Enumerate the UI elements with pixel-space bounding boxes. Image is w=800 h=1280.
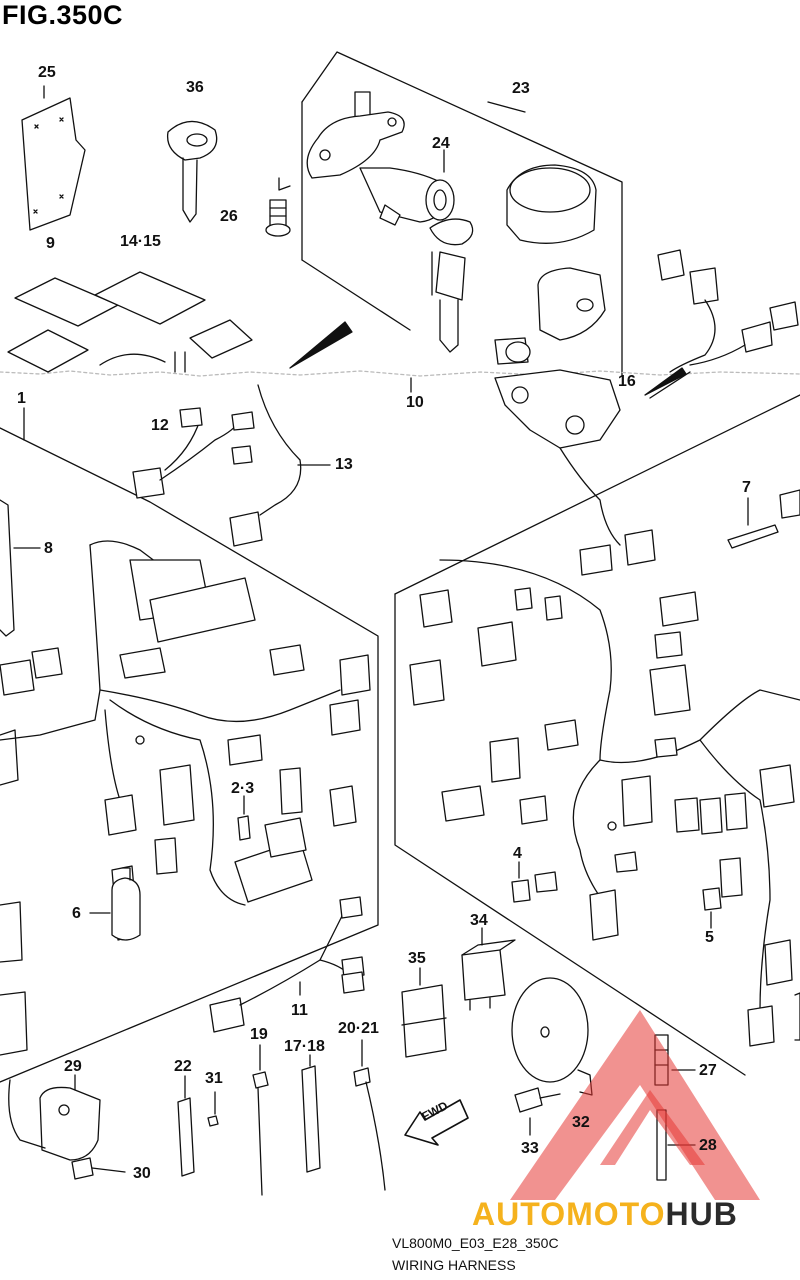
pointer-arrow-2-icon bbox=[644, 367, 687, 396]
callout-7: 7 bbox=[742, 479, 751, 496]
watermark-brand-part2: HUB bbox=[665, 1196, 738, 1232]
callout-36: 36 bbox=[186, 79, 204, 96]
part-29-sensor bbox=[8, 1074, 101, 1161]
part-33-bolt bbox=[514, 1087, 561, 1136]
part-5-connector bbox=[702, 887, 722, 929]
callout-16: 16 bbox=[618, 373, 636, 390]
part-seat-lock-cap bbox=[494, 164, 606, 365]
callout-28: 28 bbox=[699, 1137, 717, 1154]
watermark-logo-icon bbox=[510, 1010, 760, 1200]
fwd-arrow-icon bbox=[404, 1099, 469, 1146]
part-6-cover bbox=[89, 867, 141, 941]
callout-2-3: 2·3 bbox=[231, 780, 255, 797]
part-25-plate bbox=[21, 97, 86, 231]
callout-26: 26 bbox=[220, 208, 238, 225]
callout-35: 35 bbox=[408, 950, 426, 967]
part-12-harness bbox=[132, 407, 255, 499]
part-1-main-harness-right bbox=[409, 529, 800, 1047]
part-34-relay bbox=[461, 927, 516, 1011]
callout-12: 12 bbox=[151, 417, 169, 434]
callout-1: 1 bbox=[17, 390, 26, 407]
model-code: VL800M0_E03_E28_350C bbox=[392, 1235, 559, 1251]
callout-27: 27 bbox=[699, 1062, 717, 1079]
callout-23: 23 bbox=[512, 80, 530, 97]
part-35-relay bbox=[401, 967, 447, 1058]
part-2-3-fuse bbox=[237, 795, 251, 841]
figure-subtitle: WIRING HARNESS bbox=[392, 1257, 516, 1273]
callout-34: 34 bbox=[470, 912, 488, 929]
part-13-harness bbox=[229, 384, 331, 547]
part-1-main-harness-left bbox=[0, 540, 371, 1056]
watermark-brand: AUTOMOTOHUB bbox=[472, 1196, 738, 1233]
watermark-brand-part1: AUTOMOTO bbox=[472, 1196, 666, 1232]
part-36-key bbox=[43, 85, 218, 223]
part-9-sheets bbox=[7, 271, 253, 373]
callout-31: 31 bbox=[205, 1070, 223, 1087]
part-32-horn bbox=[511, 977, 593, 1096]
part-8-tie bbox=[0, 499, 41, 637]
callout-32: 32 bbox=[572, 1114, 590, 1131]
callout-9: 9 bbox=[46, 235, 55, 252]
callout-5: 5 bbox=[705, 929, 714, 946]
callout-6: 6 bbox=[72, 905, 81, 922]
part-10-switch-body bbox=[494, 369, 621, 546]
callout-22: 22 bbox=[174, 1058, 192, 1075]
part-4-connector bbox=[511, 861, 558, 903]
callout-33: 33 bbox=[521, 1140, 539, 1157]
part-20-21-tie bbox=[353, 1039, 386, 1191]
callout-14-15: 14·15 bbox=[120, 233, 161, 250]
part-24-lock-keys bbox=[429, 149, 474, 353]
part-11-harness bbox=[209, 896, 365, 1033]
callout-17-18: 17·18 bbox=[284, 1038, 325, 1055]
part-31-screw bbox=[207, 1091, 219, 1127]
callout-30: 30 bbox=[133, 1165, 151, 1182]
callout-29: 29 bbox=[64, 1058, 82, 1075]
part-22-clamp bbox=[177, 1075, 195, 1177]
part-26-screw bbox=[265, 177, 291, 237]
callout-10: 10 bbox=[406, 394, 424, 411]
callout-25: 25 bbox=[38, 64, 56, 81]
part-7-connector bbox=[727, 489, 800, 549]
callout-20-21: 20·21 bbox=[338, 1020, 379, 1037]
part-16-harness bbox=[649, 249, 799, 399]
callout-11: 11 bbox=[291, 1002, 308, 1019]
part-23-ignition-switch bbox=[306, 91, 455, 226]
part-19-tie bbox=[252, 1044, 269, 1196]
figure-title: FIG.350C bbox=[2, 0, 124, 30]
part-30-bolt bbox=[71, 1157, 126, 1180]
callout-4: 4 bbox=[513, 845, 522, 862]
pointer-arrow-icon bbox=[289, 321, 353, 369]
callout-19: 19 bbox=[250, 1026, 268, 1043]
part-17-18-clamp bbox=[301, 1054, 321, 1173]
torn-edge bbox=[0, 370, 800, 377]
callout-8: 8 bbox=[44, 540, 53, 557]
callout-24: 24 bbox=[432, 135, 450, 152]
callout-13: 13 bbox=[335, 456, 353, 473]
